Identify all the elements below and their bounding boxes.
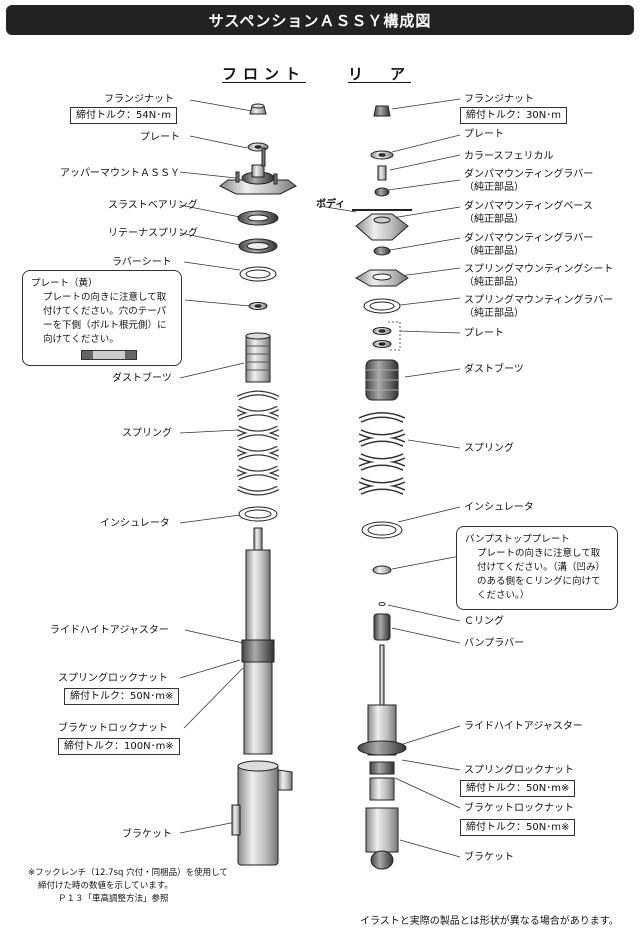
front-parts	[219, 103, 297, 866]
rear-flange-nut-torque: 締付トルク：30N･m	[460, 107, 567, 124]
front-spring-lock-nut-torque: 締付トルク：50N･m※	[64, 688, 180, 705]
front-spring-lock-nut-label: スプリングロックナット	[58, 673, 168, 684]
rear-bump-stop-note-body: プレートの向きに注意して取付けてください。（溝（凹み）のある側をＣリングに向けて…	[477, 548, 605, 601]
front-plate-note-title: プレート（黄）	[31, 278, 98, 289]
rear-c-ring-label: Ｃリング	[464, 616, 504, 627]
rear-genuine-4-label: （純正部品）	[464, 277, 524, 288]
front-plate-note-body: プレートの向きに注意して取付けてください。穴のテーパーを下側（ボルト根元側）に向…	[43, 292, 167, 345]
footnote-1: ※フックレンチ（12.7sq 穴付・同梱品）を使用して	[28, 868, 228, 878]
rear-bracket-label: ブラケット	[464, 852, 514, 863]
front-ride-height-adjuster-label: ライドハイトアジャスター	[50, 625, 169, 636]
rear-bracket-lock-nut-label: ブラケットロックナット	[464, 803, 574, 814]
footnote-2: 締付けた時の数値を示しています。	[38, 881, 173, 891]
rear-parts	[352, 105, 412, 870]
rear-plate-2-label: プレート	[464, 328, 504, 339]
rear-genuine-3-label: （純正部品）	[464, 246, 524, 257]
rear-damper-mount-rubber-1-label: ダンパマウンティングラバー	[464, 169, 594, 180]
title-text: サスペンションＡＳＳＹ構成図	[208, 11, 432, 30]
front-bracket-label: ブラケット	[122, 829, 172, 840]
rear-flange-nut-label: フランジナット	[464, 94, 534, 105]
rear-damper-mount-base-label: ダンパマウンティングベース	[464, 201, 593, 212]
rear-ride-height-adjuster-label: ライドハイトアジャスター	[464, 721, 583, 732]
rear-bump-stop-plate-label: バンプストッププレート	[465, 534, 570, 545]
front-plate-note: プレート（黄） プレートの向きに注意して取付けてください。穴のテーパーを下側（ボ…	[22, 270, 182, 366]
rear-spring-lock-nut-torque: 締付トルク：50N･m※	[460, 780, 576, 797]
rear-bump-rubber-label: バンプラバー	[464, 638, 525, 649]
rear-genuine-1-label: （純正部品）	[464, 182, 524, 193]
rear-collar-spherical-label: カラースフェリカル	[464, 151, 554, 162]
front-thrust-bearing-label: スラストベアリング	[108, 200, 198, 211]
rear-heading: リ ア	[348, 65, 412, 83]
front-spring-label: スプリング	[122, 428, 172, 439]
leader-lines	[179, 98, 461, 858]
disclaimer-note: イラストと実際の製品とは形状が異なる場合があります。	[360, 916, 619, 927]
front-rubber-seat-label: ラバーシート	[112, 257, 172, 268]
front-dust-boot-label: ダストブーツ	[112, 373, 172, 384]
front-flange-nut-torque: 締付トルク：54N･m	[70, 107, 177, 124]
rear-genuine-2-label: （純正部品）	[464, 214, 524, 225]
rear-spring-lock-nut-label: スプリングロックナット	[464, 765, 574, 776]
rear-spring-label: スプリング	[464, 443, 514, 454]
front-heading: フロント	[222, 65, 307, 83]
rear-bracket-lock-nut-torque: 締付トルク：50N･m※	[460, 819, 576, 836]
front-retainer-spring-label: リテーナスプリング	[108, 228, 198, 239]
rear-body-label: ボディ	[316, 199, 346, 210]
front-insulator-label: インシュレータ	[100, 518, 170, 529]
front-bracket-lock-nut-torque: 締付トルク：100N･m※	[58, 738, 180, 755]
front-bracket-lock-nut-label: ブラケットロックナット	[58, 723, 168, 734]
rear-dust-boot-label: ダストブーツ	[464, 364, 524, 375]
rear-damper-mount-rubber-2-label: ダンパマウンティングラバー	[464, 233, 594, 244]
rear-plate-label: プレート	[464, 129, 504, 140]
rear-genuine-5-label: （純正部品）	[464, 308, 524, 319]
front-upper-mount-label: アッパーマウントＡＳＳＹ	[60, 168, 180, 179]
plate-orientation-icon	[81, 350, 137, 360]
rear-bump-stop-note: バンプストッププレート プレートの向きに注意して取付けてください。（溝（凹み）の…	[456, 526, 618, 610]
rear-spring-mount-sheet-label: スプリングマウンティングシート	[464, 264, 614, 275]
front-flange-nut-label: フランジナット	[104, 94, 174, 105]
footnote-3: Ｐ１３「車高調整方法」参照	[58, 894, 169, 904]
page-title: サスペンションＡＳＳＹ構成図	[6, 5, 634, 35]
rear-insulator-label: インシュレータ	[464, 502, 534, 513]
rear-spring-mount-rubber-label: スプリングマウンティングラバー	[464, 295, 614, 306]
front-plate-label: プレート	[140, 132, 180, 143]
